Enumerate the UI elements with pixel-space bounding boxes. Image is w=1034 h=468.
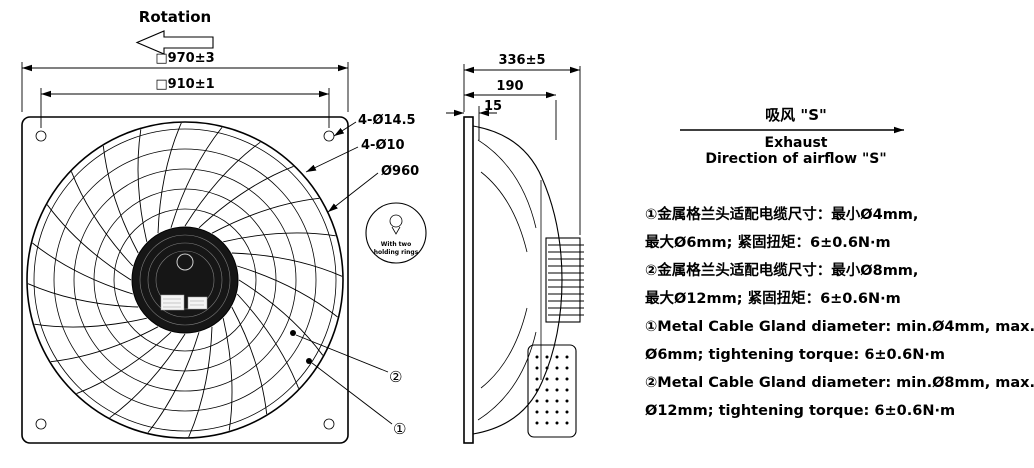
dim-corner-holes-label: 4-Ø14.5 (358, 113, 416, 128)
front-dimensions: □970±3 □910±1 4-Ø14.5 4-Ø10 Ø960 With tw… (21, 51, 427, 438)
mounting-plate (21, 116, 349, 444)
note-line-en-3: ②Metal Cable Gland diameter: min.Ø8mm, m… (645, 375, 1034, 391)
front-view (21, 116, 349, 444)
dim-plate-offset-label: 15 (484, 99, 502, 114)
airflow-block: 吸风 "S" Exhaust Direction of airflow "S" (653, 106, 939, 167)
note-line-cn-2: 最大Ø6mm; 紧固扭矩：6±0.6N·m (645, 235, 891, 251)
note-line-en-4: Ø12mm; tightening torque: 6±0.6N·m (645, 403, 956, 419)
dim-bolt-square-label: □910±1 (155, 77, 214, 92)
corner-hole (35, 418, 47, 430)
note-line-cn-4: 最大Ø12mm; 紧固扭矩：6±0.6N·m (645, 291, 901, 307)
label-plate (187, 296, 208, 310)
hub-ring-detail (176, 253, 194, 271)
perforation-dots (535, 355, 569, 425)
side-dimensions: 336±5 190 15 (446, 53, 581, 235)
side-mounting-plate (463, 116, 474, 444)
airflow-label-exhaust: Exhaust (764, 135, 828, 151)
dim-guard-holes-label: 4-Ø10 (361, 138, 405, 153)
dim-depth-label: 336±5 (498, 53, 545, 68)
holding-rings-badge: With two holding rings (365, 202, 427, 264)
notes-block: ①金属格兰头适配电缆尺寸：最小Ø4mm, 最大Ø6mm; 紧固扭矩：6±0.6N… (645, 201, 1034, 425)
dim-guard-diameter-label: Ø960 (381, 164, 419, 179)
airflow-arrow-wrap (653, 124, 939, 136)
callout-2: ② (389, 368, 402, 386)
callout-1: ① (393, 420, 406, 438)
note-line-en-2: Ø6mm; tightening torque: 6±0.6N·m (645, 347, 945, 363)
note-line-cn-3: ②金属格兰头适配电缆尺寸：最小Ø8mm, (645, 263, 919, 279)
holding-rings-text-1: With two (381, 241, 411, 248)
corner-hole (323, 418, 335, 430)
rating-plate (160, 294, 185, 311)
airflow-arrow-icon (680, 126, 904, 134)
perforated-cover (527, 344, 577, 438)
corner-hole (35, 130, 47, 142)
dim-outer-square-label: □970±3 (155, 51, 214, 66)
grille-wires (27, 122, 343, 438)
note-line-en-1: ①Metal Cable Gland diameter: min.Ø4mm, m… (645, 319, 1034, 335)
airflow-label-direction: Direction of airflow "S" (705, 151, 887, 167)
cable-gland-1 (306, 358, 312, 364)
side-view (463, 116, 584, 444)
guard-outer-ring (26, 121, 344, 439)
rotation-indicator: Rotation (135, 8, 214, 55)
cable-gland-2 (290, 330, 296, 336)
note-line-cn-1: ①金属格兰头适配电缆尺寸：最小Ø4mm, (645, 207, 919, 223)
rotation-label: Rotation (139, 8, 211, 26)
holding-rings-text-2: holding rings (374, 249, 419, 256)
corner-hole (323, 130, 335, 142)
airflow-label-cn: 吸风 "S" (765, 106, 827, 124)
motor-hub (131, 226, 239, 334)
rotation-arrow-icon (135, 30, 214, 55)
dim-motor-depth-label: 190 (496, 79, 523, 94)
motor-fins (548, 244, 584, 316)
